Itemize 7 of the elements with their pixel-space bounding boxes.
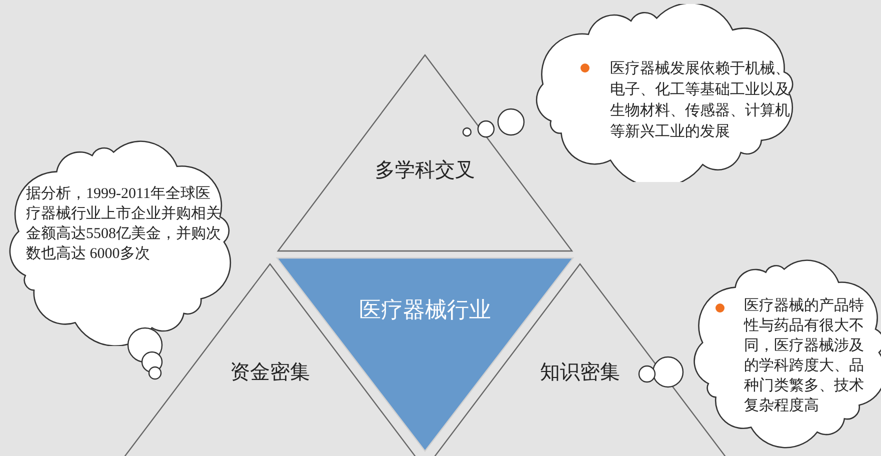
triangle-label: 知识密集 xyxy=(540,358,620,386)
cloud-text: 医疗器械发展依赖于机械、电子、化工等基础工业以及生物材料、传感器、计算机等新兴工业的发展 xyxy=(610,58,790,142)
triangle-label: 资金密集 xyxy=(230,358,310,386)
cloud-text: 医疗器械的产品特性与药品有很大不同，医疗器械涉及的学科跨度大、品种门类繁多、技术复杂程度高 xyxy=(744,295,865,415)
triangle-label: 多学科交叉 xyxy=(375,156,475,184)
cloud-text: 据分析，1999-2011年全球医疗器械行业上市企业并购相关金额高达5508亿美金，并购次数也高达 6000多次 xyxy=(26,184,222,264)
triangle-label: 医疗器械行业 xyxy=(359,297,491,325)
